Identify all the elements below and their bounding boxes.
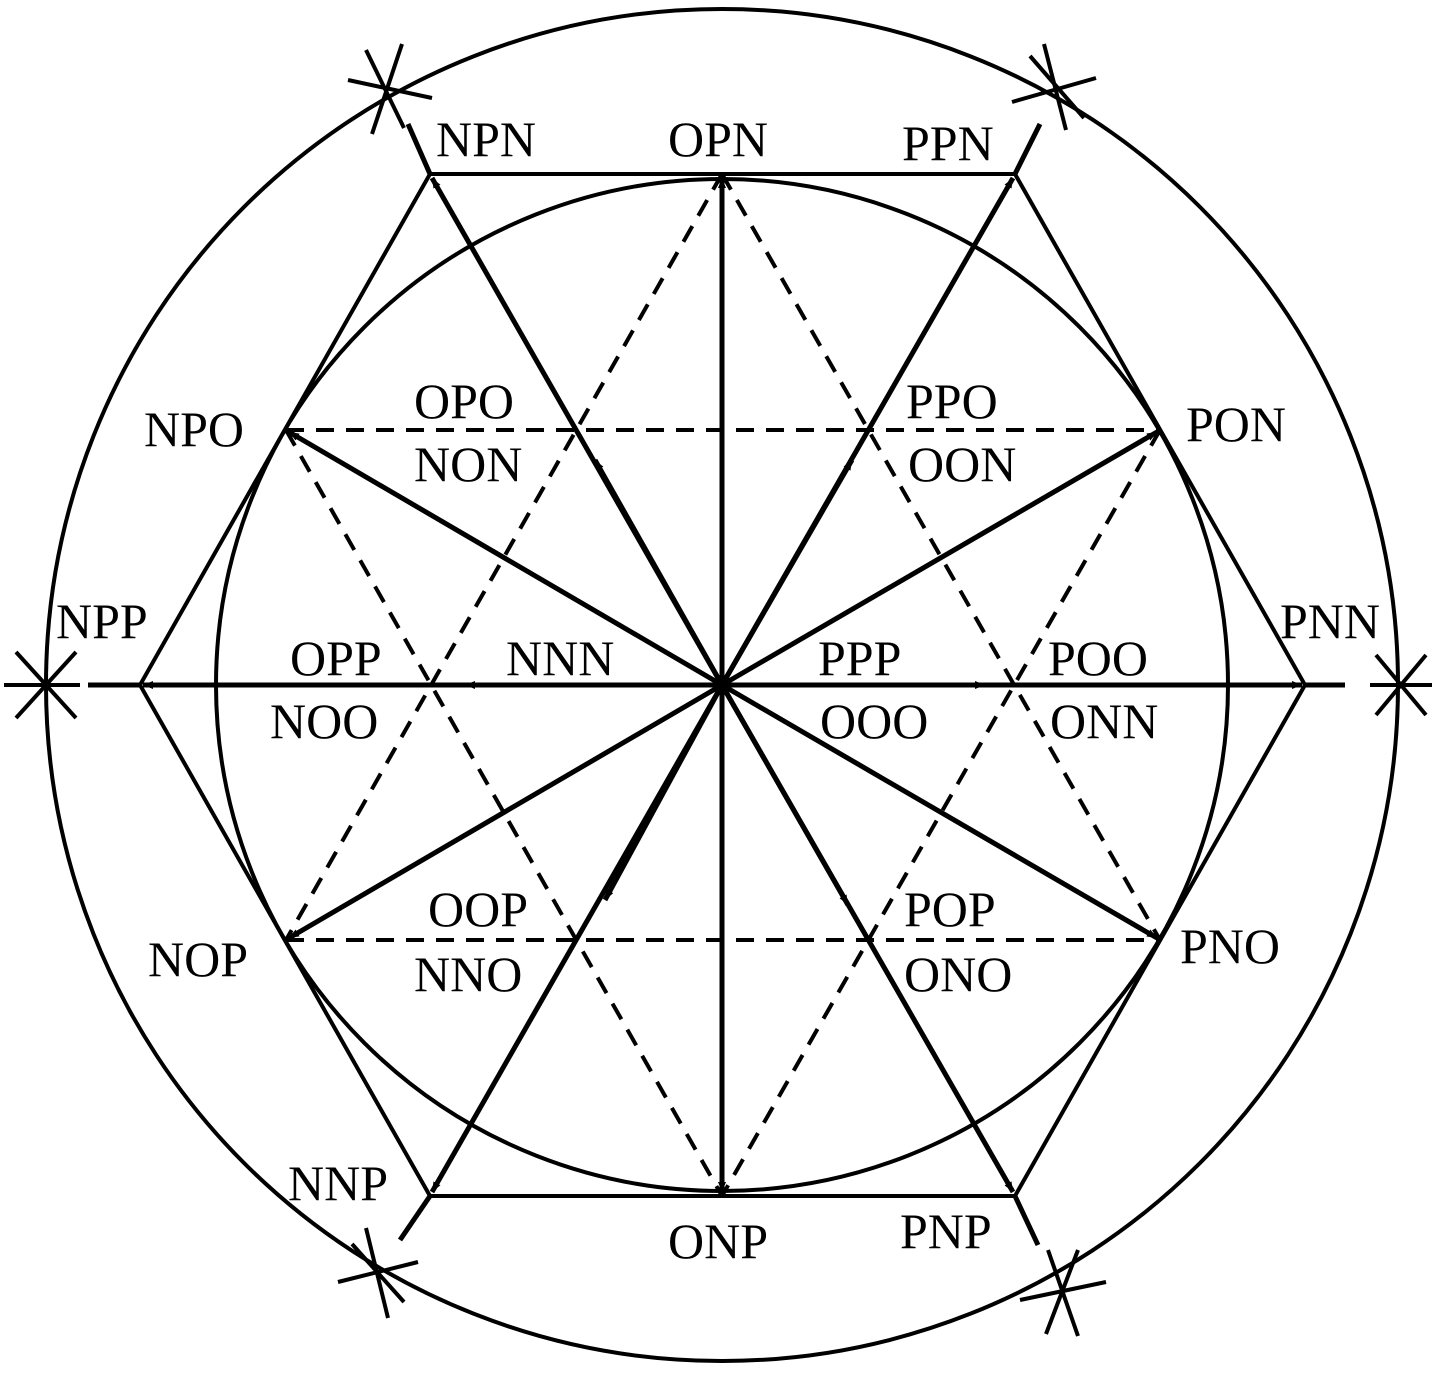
dashed-line-pon-onp bbox=[720, 429, 1162, 1197]
label-ppp: PPP bbox=[818, 630, 901, 686]
label-nop: NOP bbox=[148, 931, 248, 987]
dashed-line-opn-nop bbox=[284, 173, 724, 941]
vector-arrow-small-120 bbox=[592, 458, 725, 687]
label-nnp: NNP bbox=[288, 1155, 388, 1211]
label-pon: PON bbox=[1186, 396, 1286, 452]
label-ppn: PPN bbox=[902, 115, 994, 171]
vector-arrow-small-60 bbox=[719, 458, 855, 687]
label-npn: NPN bbox=[436, 111, 536, 167]
vector-arrow-npo bbox=[287, 429, 724, 688]
star-marker-left bbox=[4, 650, 80, 720]
vector-labels: NPN OPN PPN OPO NON PPO OON NPO PON NPP … bbox=[56, 111, 1380, 1269]
origin-point bbox=[717, 680, 727, 690]
label-oop: OOP bbox=[428, 881, 528, 937]
label-pno: PNO bbox=[1180, 918, 1280, 974]
vector-arrow-nop bbox=[287, 682, 724, 941]
star-marker-top-right bbox=[1011, 43, 1097, 131]
label-pop: POP bbox=[904, 881, 996, 937]
label-pnp: PNP bbox=[900, 1203, 992, 1259]
vector-arrow-small-240 bbox=[602, 683, 725, 902]
label-pnn: PNN bbox=[1280, 593, 1380, 649]
label-nnn: NNN bbox=[506, 630, 614, 686]
label-ono: ONO bbox=[904, 946, 1012, 1002]
label-onp: ONP bbox=[668, 1213, 768, 1269]
label-ppo: PPO bbox=[906, 373, 998, 429]
label-opn: OPN bbox=[668, 111, 768, 167]
label-ooo: OOO bbox=[820, 693, 928, 749]
space-vectors bbox=[143, 176, 1302, 1194]
star-marker-top-left bbox=[347, 43, 433, 135]
label-opo: OPO bbox=[414, 373, 514, 429]
corner-extensions bbox=[88, 122, 1345, 1247]
dashed-line-npo-onp bbox=[284, 429, 724, 1197]
label-oon: OON bbox=[908, 436, 1016, 492]
label-poo: POO bbox=[1048, 630, 1148, 686]
boundary-star-markers bbox=[4, 43, 1432, 1337]
star-marker-bottom-right bbox=[1019, 1249, 1107, 1337]
label-npo: NPO bbox=[144, 401, 244, 457]
label-opp: OPP bbox=[290, 630, 382, 686]
star-marker-right bbox=[1370, 653, 1432, 717]
vector-arrow-small-300 bbox=[719, 683, 851, 907]
label-noo: NOO bbox=[270, 693, 378, 749]
label-nno: NNO bbox=[414, 946, 522, 1002]
label-non: NON bbox=[414, 436, 522, 492]
label-onn: ONN bbox=[1050, 693, 1158, 749]
star-marker-bottom-left bbox=[337, 1227, 419, 1319]
label-npp: NPP bbox=[56, 593, 148, 649]
vector-arrow-pon bbox=[720, 429, 1159, 688]
dashed-line-opn-pno bbox=[720, 173, 1162, 941]
vector-arrow-pno bbox=[720, 682, 1159, 941]
